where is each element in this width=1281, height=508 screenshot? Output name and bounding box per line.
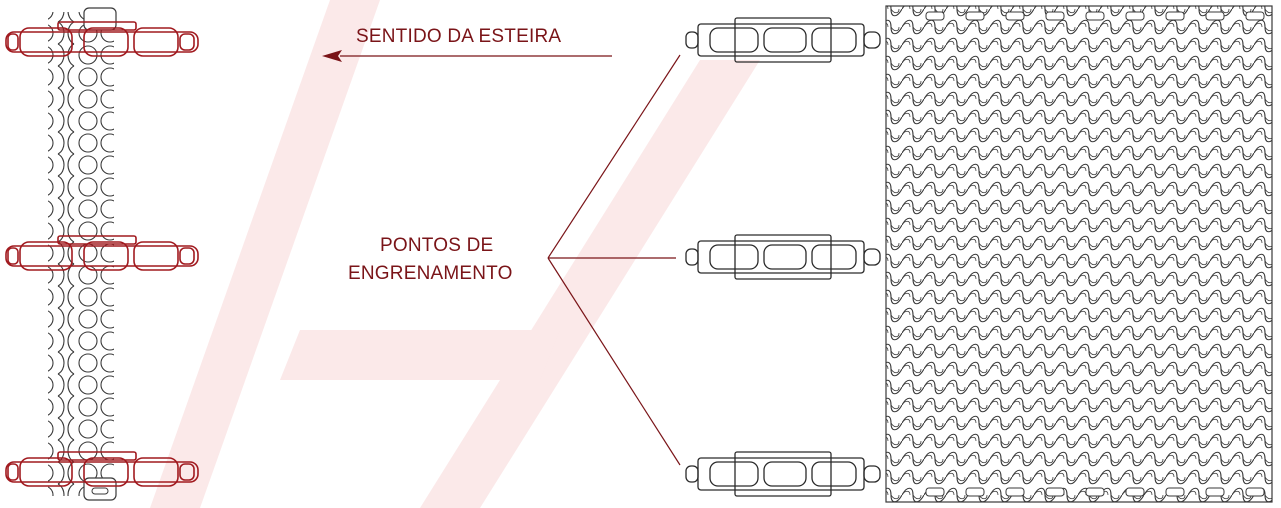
belt-slot-top <box>925 11 945 21</box>
sprocket-right-bottom <box>685 451 881 497</box>
engagement-leader-lines <box>547 54 681 466</box>
belt-slot-top <box>1165 11 1185 21</box>
sprocket-right-middle <box>685 234 881 280</box>
belt-slot-top <box>1125 11 1145 21</box>
belt-slot-bottom <box>965 487 985 497</box>
engagement-label-line1: PONTOS DE <box>380 235 493 256</box>
belt-side-strip <box>48 7 117 501</box>
belt-slot-top <box>1085 11 1105 21</box>
direction-label: SENTIDO DA ESTEIRA <box>356 26 561 47</box>
sprocket-left-middle <box>5 235 199 271</box>
belt-slot-top <box>965 11 985 21</box>
sprocket-right-top <box>685 17 881 63</box>
belt-slot-top <box>1205 11 1225 21</box>
belt-slot-bottom <box>1165 487 1185 497</box>
belt-slot-top <box>1245 11 1265 21</box>
sprocket-left-bottom <box>5 451 199 487</box>
belt-slot-bottom <box>1205 487 1225 497</box>
belt-slot-bottom <box>1085 487 1105 497</box>
belt-top-view <box>885 5 1273 503</box>
belt-slot-bottom <box>925 487 945 497</box>
belt-slot-bottom <box>1045 487 1065 497</box>
engagement-label-line2: ENGRENAMENTO <box>348 263 513 284</box>
belt-slot-bottom <box>1125 487 1145 497</box>
sprocket-left-top <box>5 21 199 57</box>
belt-slot-bottom <box>1245 487 1265 497</box>
direction-arrow <box>322 50 612 62</box>
belt-slot-top <box>1045 11 1065 21</box>
belt-slot-top <box>1005 11 1025 21</box>
belt-edge-slots <box>925 11 1265 497</box>
belt-slot-bottom <box>1005 487 1025 497</box>
watermark-logo <box>150 0 760 508</box>
